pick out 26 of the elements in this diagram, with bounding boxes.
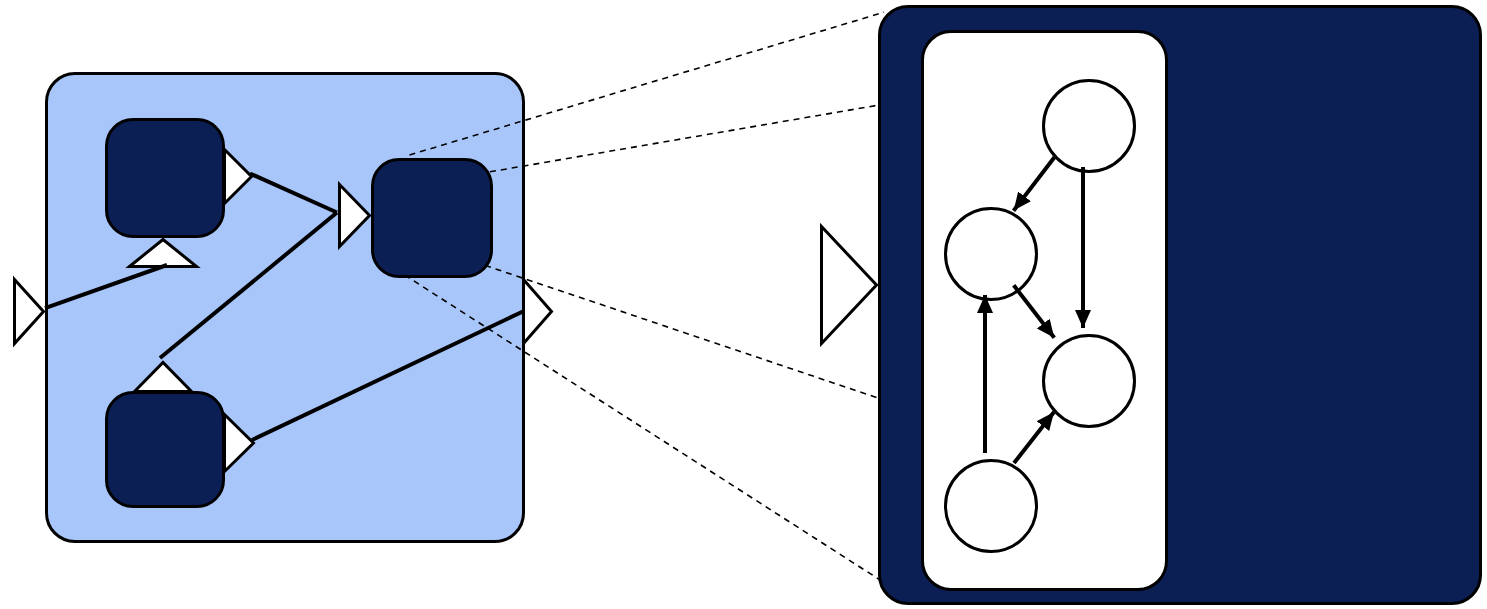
rounded-block [105, 118, 225, 238]
circle-node [1042, 334, 1136, 428]
port-triangle [133, 361, 193, 393]
port-triangle [338, 183, 371, 248]
port-triangle [13, 278, 45, 345]
arrow [1012, 156, 1056, 212]
rounded-block [371, 158, 493, 278]
rounded-block [105, 391, 225, 508]
arrow [1012, 410, 1056, 465]
port-triangle [522, 278, 553, 345]
port-triangle [223, 413, 255, 473]
connector-line [44, 263, 168, 311]
arrow [977, 295, 993, 453]
dashed-line [484, 264, 879, 399]
connector-line [251, 309, 524, 442]
arrow [1012, 284, 1056, 339]
rounded-panel [878, 5, 1482, 605]
arrow [1075, 167, 1091, 328]
connector-line [249, 171, 338, 215]
port-triangle [223, 148, 253, 205]
dashed-line [403, 274, 881, 581]
connector-line [158, 210, 339, 360]
port-triangle [820, 225, 878, 345]
rounded-block [921, 30, 1168, 591]
port-triangle [128, 238, 198, 268]
rounded-panel [45, 72, 525, 543]
